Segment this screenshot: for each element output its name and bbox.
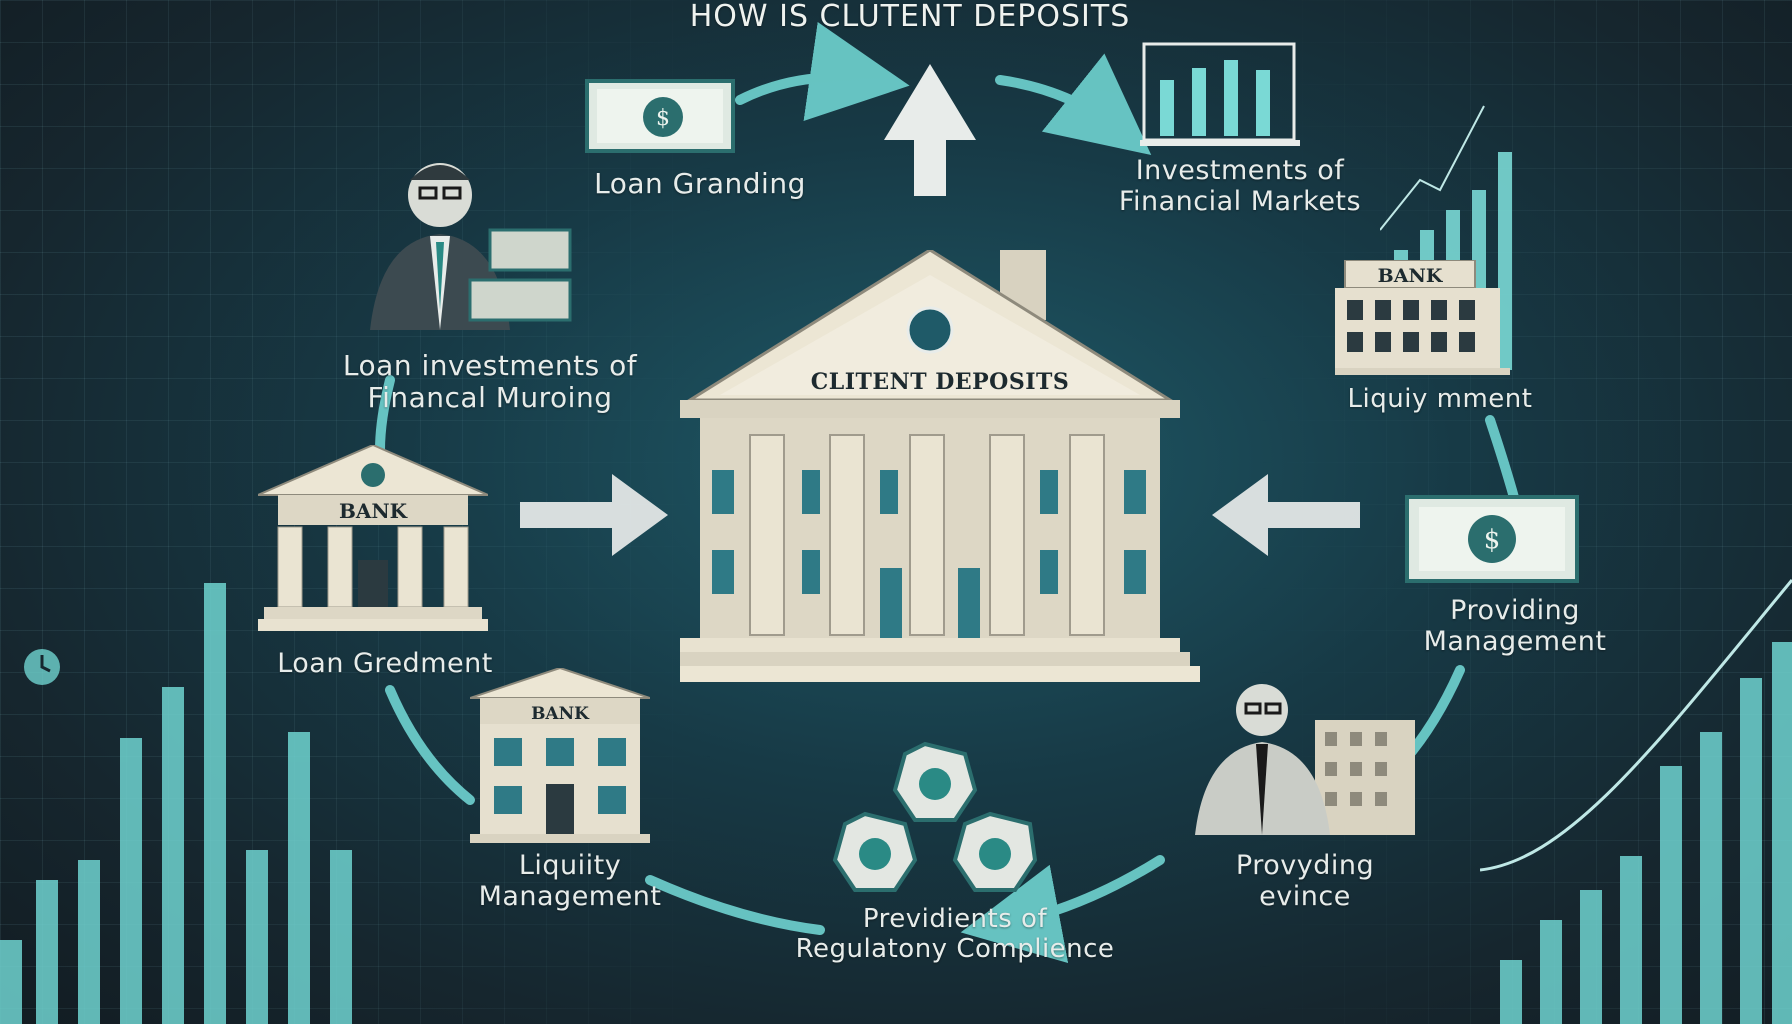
svg-text:$: $ (1484, 525, 1501, 555)
bank-sign-top-right: BANK (1378, 265, 1444, 287)
dollar-bill-icon-right: $ (1405, 495, 1579, 583)
investments-markets-line2: Financial Markets (1118, 186, 1362, 218)
dollar-bill-icon: $ (585, 79, 735, 153)
bank-icon-left: BANK (258, 445, 488, 631)
clock-icon (24, 649, 60, 685)
liquidity-management-label: Liquiity Management (440, 850, 700, 912)
loan-granding-label: Loan Granding (594, 167, 806, 200)
bar-chart-icon (1140, 42, 1300, 146)
providing-management-line1: Providing (1450, 595, 1580, 626)
providing-evince-line2: evince (1259, 881, 1351, 913)
shield-icon (832, 741, 1038, 892)
providing-evince-label: Provyding evince (1185, 850, 1425, 912)
bank-sign-bottom-left: BANK (531, 704, 590, 724)
loan-investments-label: Loan investments of Financal Muroing (320, 349, 660, 415)
providing-evince-line1: Provyding (1235, 850, 1375, 881)
investments-markets-label: Investments of Financial Markets (1080, 155, 1400, 217)
bank-icon-bottom-left: BANK (470, 668, 650, 843)
up-arrow-icon (884, 64, 976, 196)
regulatory-line1: Previdients of (862, 904, 1048, 934)
left-arrow-icon (1212, 474, 1360, 556)
businessman-icon (370, 163, 572, 330)
liquity-management-label: Liquiy mment (1347, 384, 1533, 414)
investments-markets-line1: Investments of (1135, 155, 1345, 186)
businessman-icon-right (1195, 684, 1415, 835)
left-bar-chart-icon (0, 583, 352, 1024)
regulatory-line2: Regulatony Complience (795, 933, 1115, 964)
page-title: HOW IS CLUTENT DEPOSITS (689, 0, 1131, 34)
central-bank-label: CLITENT DEPOSITS (810, 369, 1070, 395)
liquidity-management-line2: Management (478, 881, 662, 913)
providing-management-label: Providing Management (1395, 595, 1635, 657)
loan-grement-label: Loan Gredment (277, 648, 493, 679)
bank-icon-top-right: BANK (1335, 260, 1510, 375)
loan-investments-line1: Loan investments of (342, 349, 638, 382)
regulatory-compliance-label: Previdients of Regulatony Complience (740, 904, 1170, 965)
loan-investments-line2: Financal Muroing (367, 381, 613, 415)
bank-sign-left: BANK (339, 499, 408, 523)
right-bar-chart-icon (1480, 579, 1792, 1024)
providing-management-line2: Management (1423, 626, 1607, 658)
right-arrow-icon (520, 474, 668, 556)
svg-text:$: $ (656, 106, 670, 131)
central-bank-icon (680, 250, 1200, 682)
liquidity-management-line1: Liquiity (518, 850, 622, 881)
